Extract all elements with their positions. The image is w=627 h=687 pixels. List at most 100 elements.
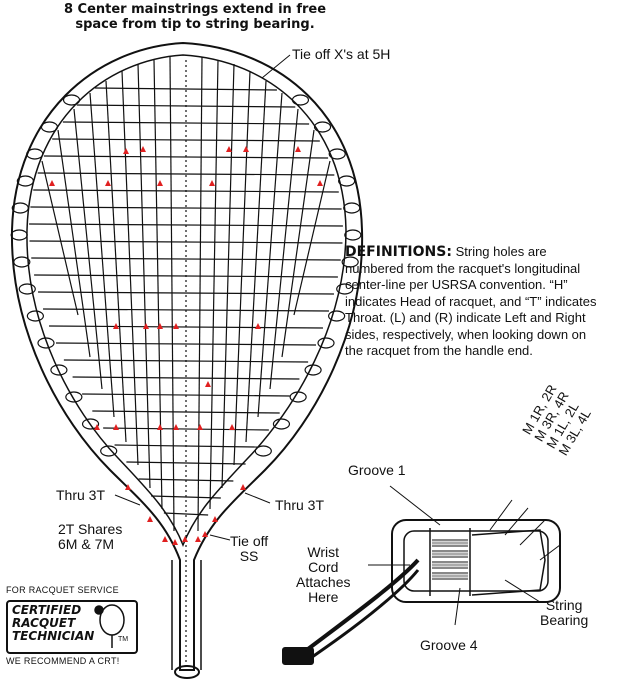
- wrist-line1: Wrist: [307, 544, 340, 560]
- grommet-loop: [40, 121, 59, 133]
- grommet-loop: [304, 364, 322, 376]
- crt-badge-text: CERTIFIED RACQUET TECHNICIAN: [12, 604, 94, 643]
- crt-badge: [6, 600, 138, 654]
- main-string: [209, 59, 219, 510]
- grommet-loop: [10, 229, 28, 241]
- string-hole-marker: [295, 146, 301, 152]
- string-bearing-label: String Bearing: [540, 598, 588, 628]
- string-hole-marker: [113, 323, 119, 329]
- definitions-block: DEFINITIONS: String holes are numbered f…: [345, 244, 603, 360]
- string-hole-marker: [157, 424, 163, 430]
- grommet-loop: [291, 94, 310, 106]
- main-string: [257, 92, 283, 418]
- groove-1-label: Groove 1: [348, 462, 406, 478]
- main-string: [153, 59, 163, 510]
- string-hole-marker: [123, 148, 129, 154]
- grommet-loop: [272, 418, 291, 430]
- string-hole-marker: [172, 539, 178, 545]
- wrist-line3: Attaches: [296, 574, 351, 590]
- frame-grommet-loops: [10, 94, 362, 457]
- main-string: [281, 129, 315, 358]
- string-hole-marker: [94, 424, 100, 430]
- grommet-loop: [343, 202, 361, 214]
- cross-string: [72, 376, 300, 380]
- crt-line1: CERTIFIED: [12, 603, 82, 617]
- callout-lines: [114, 54, 291, 541]
- string-hole-marker: [113, 424, 119, 430]
- cross-string: [30, 206, 342, 210]
- bearing-line1: String: [545, 597, 583, 613]
- cross-string: [151, 495, 221, 499]
- main-string: [57, 129, 91, 358]
- grommet-loop: [328, 310, 346, 322]
- string-hole-markers: [49, 146, 323, 545]
- string-hole-marker: [202, 531, 208, 537]
- cross-string: [126, 461, 246, 465]
- grommet-loop: [344, 229, 362, 241]
- string-hole-marker: [182, 536, 188, 542]
- string-hole-marker: [317, 180, 323, 186]
- bearing-line2: Bearing: [540, 612, 589, 628]
- string-hole-marker: [229, 424, 235, 430]
- tie-off-ss-label: Tie off SS: [230, 534, 268, 564]
- cross-string: [43, 308, 329, 312]
- main-string: [293, 160, 331, 316]
- grommet-loop: [26, 310, 44, 322]
- string-hole-marker: [147, 516, 153, 522]
- string-hole-marker: [226, 146, 232, 152]
- tie-off-x-label: Tie off X's at 5H: [292, 46, 391, 62]
- groove-4-label: Groove 4: [420, 637, 478, 653]
- grommet-loop: [328, 148, 346, 160]
- cross-string: [29, 240, 343, 244]
- handle-end-detail: [282, 485, 561, 665]
- crt-line2: RACQUET: [12, 616, 76, 630]
- grommet-loop: [50, 364, 68, 376]
- cross-string: [103, 427, 269, 431]
- center-mainstrings-note: 8 Center mainstrings extend in free spac…: [63, 2, 327, 32]
- grommet-loop: [100, 445, 118, 457]
- shares-line2: 6M & 7M: [58, 536, 115, 552]
- cross-string: [82, 393, 290, 397]
- tie-off-ss-line2: SS: [239, 548, 259, 564]
- string-hole-marker: [197, 424, 203, 430]
- racquet-frame: [10, 41, 364, 679]
- definitions-body: String holes are numbered from the racqu…: [345, 244, 597, 358]
- crt-line3: TECHNICIAN: [12, 629, 95, 643]
- cross-string: [92, 410, 280, 414]
- main-string: [41, 160, 79, 316]
- main-string: [105, 80, 127, 443]
- crt-tm: TM: [118, 636, 129, 643]
- cross-string: [38, 291, 334, 295]
- string-hole-marker: [212, 516, 218, 522]
- string-hole-marker: [49, 180, 55, 186]
- grommet-loop: [65, 391, 83, 403]
- cross-string: [163, 512, 209, 516]
- string-hole-marker: [240, 484, 246, 490]
- cross-string: [52, 138, 320, 142]
- crt-bottom-text: WE RECOMMEND A CRT!: [6, 656, 120, 666]
- grommet-loop: [16, 175, 34, 187]
- string-hole-marker: [162, 536, 168, 542]
- main-string: [121, 70, 139, 466]
- main-string: [245, 80, 267, 443]
- string-hole-marker: [157, 180, 163, 186]
- main-string: [269, 108, 299, 390]
- string-hole-marker: [173, 323, 179, 329]
- string-hole-marker: [157, 323, 163, 329]
- grommet-loop: [338, 175, 356, 187]
- cross-string: [138, 478, 234, 482]
- definitions-heading: DEFINITIONS:: [345, 244, 452, 260]
- grommet-loop: [62, 94, 81, 106]
- main-string: [89, 92, 115, 418]
- string-hole-marker: [255, 323, 261, 329]
- string-hole-marker: [209, 180, 215, 186]
- cross-string: [43, 155, 329, 159]
- wrist-cord-label: Wrist Cord Attaches Here: [296, 545, 350, 605]
- cross-string: [29, 223, 343, 227]
- grommet-loop: [81, 418, 100, 430]
- grommet-loop: [26, 148, 44, 160]
- main-string: [169, 56, 175, 532]
- shares-line1: 2T Shares: [58, 521, 123, 537]
- grommet-loop: [37, 337, 55, 349]
